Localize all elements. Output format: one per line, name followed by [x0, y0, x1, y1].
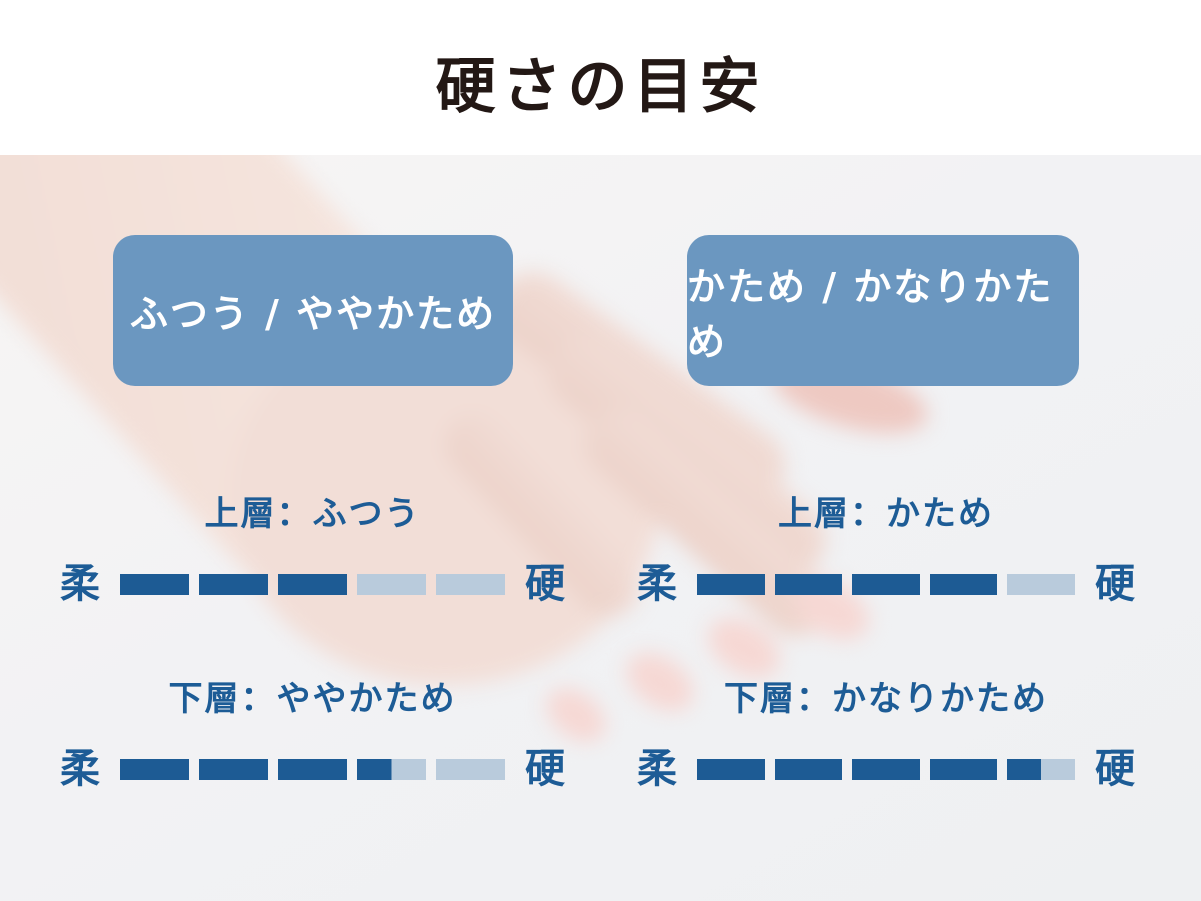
firmness-segment	[1007, 758, 1075, 780]
scale-lower-left: 下層：ややかため 柔 硬	[60, 677, 565, 789]
firmness-segment	[357, 573, 426, 595]
firmness-badge-label: ふつう / ややかため	[129, 292, 497, 336]
firmness-segment	[697, 573, 765, 595]
firmness-segment	[436, 758, 505, 780]
scale-label: 上層：ふつう	[204, 494, 421, 534]
firmness-segment	[852, 758, 920, 780]
firmness-segment	[120, 573, 189, 595]
scale-bar-row: 柔 硬	[637, 749, 1135, 789]
hard-end-label: 硬	[1095, 746, 1135, 792]
soft-end-label: 柔	[637, 561, 677, 607]
firmness-segment	[120, 758, 189, 780]
firmness-segment	[697, 758, 765, 780]
hard-end-label: 硬	[525, 561, 565, 607]
firmness-segment	[199, 573, 268, 595]
firmness-segment	[774, 758, 843, 780]
hard-end-label: 硬	[1095, 561, 1135, 607]
scale-upper-right: 上層：かため 柔 硬	[637, 492, 1135, 604]
soft-end-label: 柔	[60, 561, 100, 607]
firmness-bar	[697, 758, 1075, 780]
soft-end-label: 柔	[60, 746, 100, 792]
firmness-bar	[120, 758, 505, 780]
firmness-segment	[278, 573, 347, 595]
firmness-bar	[697, 573, 1075, 595]
firmness-segment	[199, 758, 268, 780]
firmness-bar	[120, 573, 505, 595]
scale-label: 下層：ややかため	[168, 679, 457, 719]
firmness-badge-normal: ふつう / ややかため	[113, 235, 513, 386]
firmness-segment	[929, 758, 998, 780]
firmness-segment	[774, 573, 843, 595]
hard-end-label: 硬	[525, 746, 565, 792]
soft-end-label: 柔	[637, 746, 677, 792]
firmness-segment	[278, 758, 347, 780]
firmness-segment	[852, 573, 920, 595]
scale-bar-row: 柔 硬	[637, 564, 1135, 604]
firmness-badge-label: かため / かなりかため	[687, 264, 1054, 364]
firmness-segment	[1007, 573, 1075, 595]
firmness-segment	[929, 573, 998, 595]
scale-lower-right: 下層：かなりかため 柔 硬	[637, 677, 1135, 789]
firmness-segment	[357, 758, 426, 780]
page-title: 硬さの目安	[435, 52, 766, 122]
scale-bar-row: 柔 硬	[60, 749, 565, 789]
scale-label: 下層：かなりかため	[724, 679, 1048, 719]
firmness-badge-firm: かため / かなりかため	[687, 235, 1079, 386]
firmness-segment	[436, 573, 505, 595]
scale-bar-row: 柔 硬	[60, 564, 565, 604]
scale-upper-left: 上層：ふつう 柔 硬	[60, 492, 565, 604]
scale-label: 上層：かため	[778, 494, 994, 534]
